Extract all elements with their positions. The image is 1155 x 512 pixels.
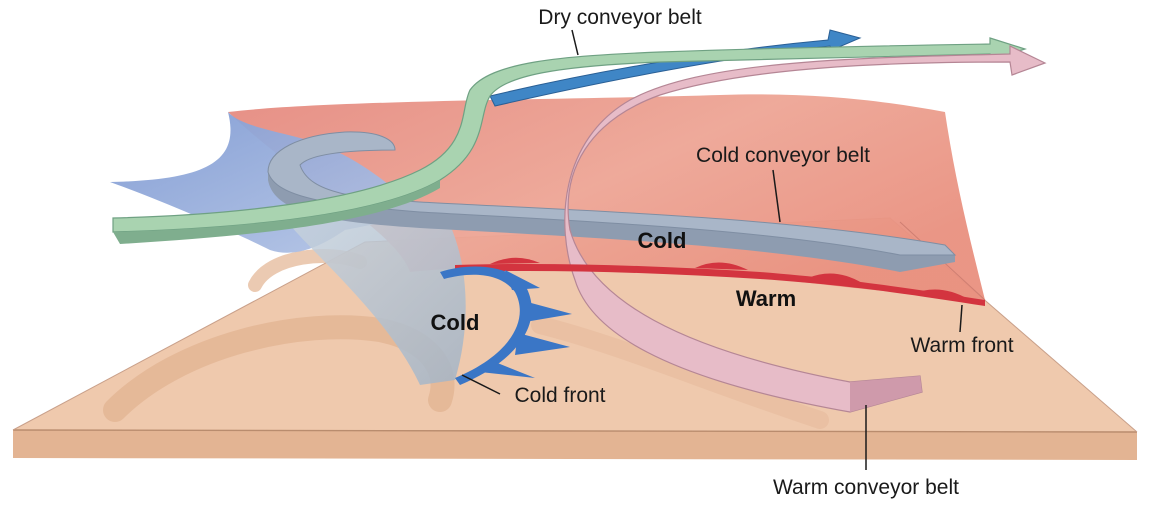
label-cold-air-north: Cold [638,228,687,253]
warm-front-line [455,257,985,306]
warm-belt-side [850,376,922,412]
cold-front-barb-3 [515,333,570,355]
leader-cold-front [461,374,501,395]
warm-belt-body [564,45,1047,413]
warm-front-base [455,263,985,306]
cold-belt-side [268,172,955,272]
warm-front-bump-4 [912,289,968,299]
leader-cold-belt [772,169,781,223]
label-cold-front: Cold front [514,384,605,407]
cold-front-surface [290,217,466,385]
cold-conveyor-belt [267,131,957,272]
ground-outline-top [12,429,1138,433]
cold-front-barb-4 [480,360,535,378]
cold-belt-top [267,131,957,256]
cold-front-line [440,266,572,385]
label-cold-conveyor-belt: Cold conveyor belt [696,144,870,167]
ground-shadow-warm [531,316,829,429]
dry-belt-side [113,180,440,244]
leader-warm-front [959,304,963,333]
warm-front-bump-2 [695,262,748,270]
warm-conveyor-belt [564,45,1047,413]
label-warm-front: Warm front [910,334,1013,357]
warm-front-bump-3 [808,273,862,283]
label-cold-air-west: Cold [431,310,480,335]
ground-front-edge [13,430,1137,460]
cold-front-barb-2 [520,300,572,322]
label-dry-conveyor-belt: Dry conveyor belt [538,6,702,29]
leader-dry-belt [571,29,579,56]
label-warm-conveyor-belt: Warm conveyor belt [773,476,959,499]
warm-front-bump-1 [490,257,540,264]
cold-front-barb-1 [505,270,540,290]
label-warm-air: Warm [736,286,796,311]
